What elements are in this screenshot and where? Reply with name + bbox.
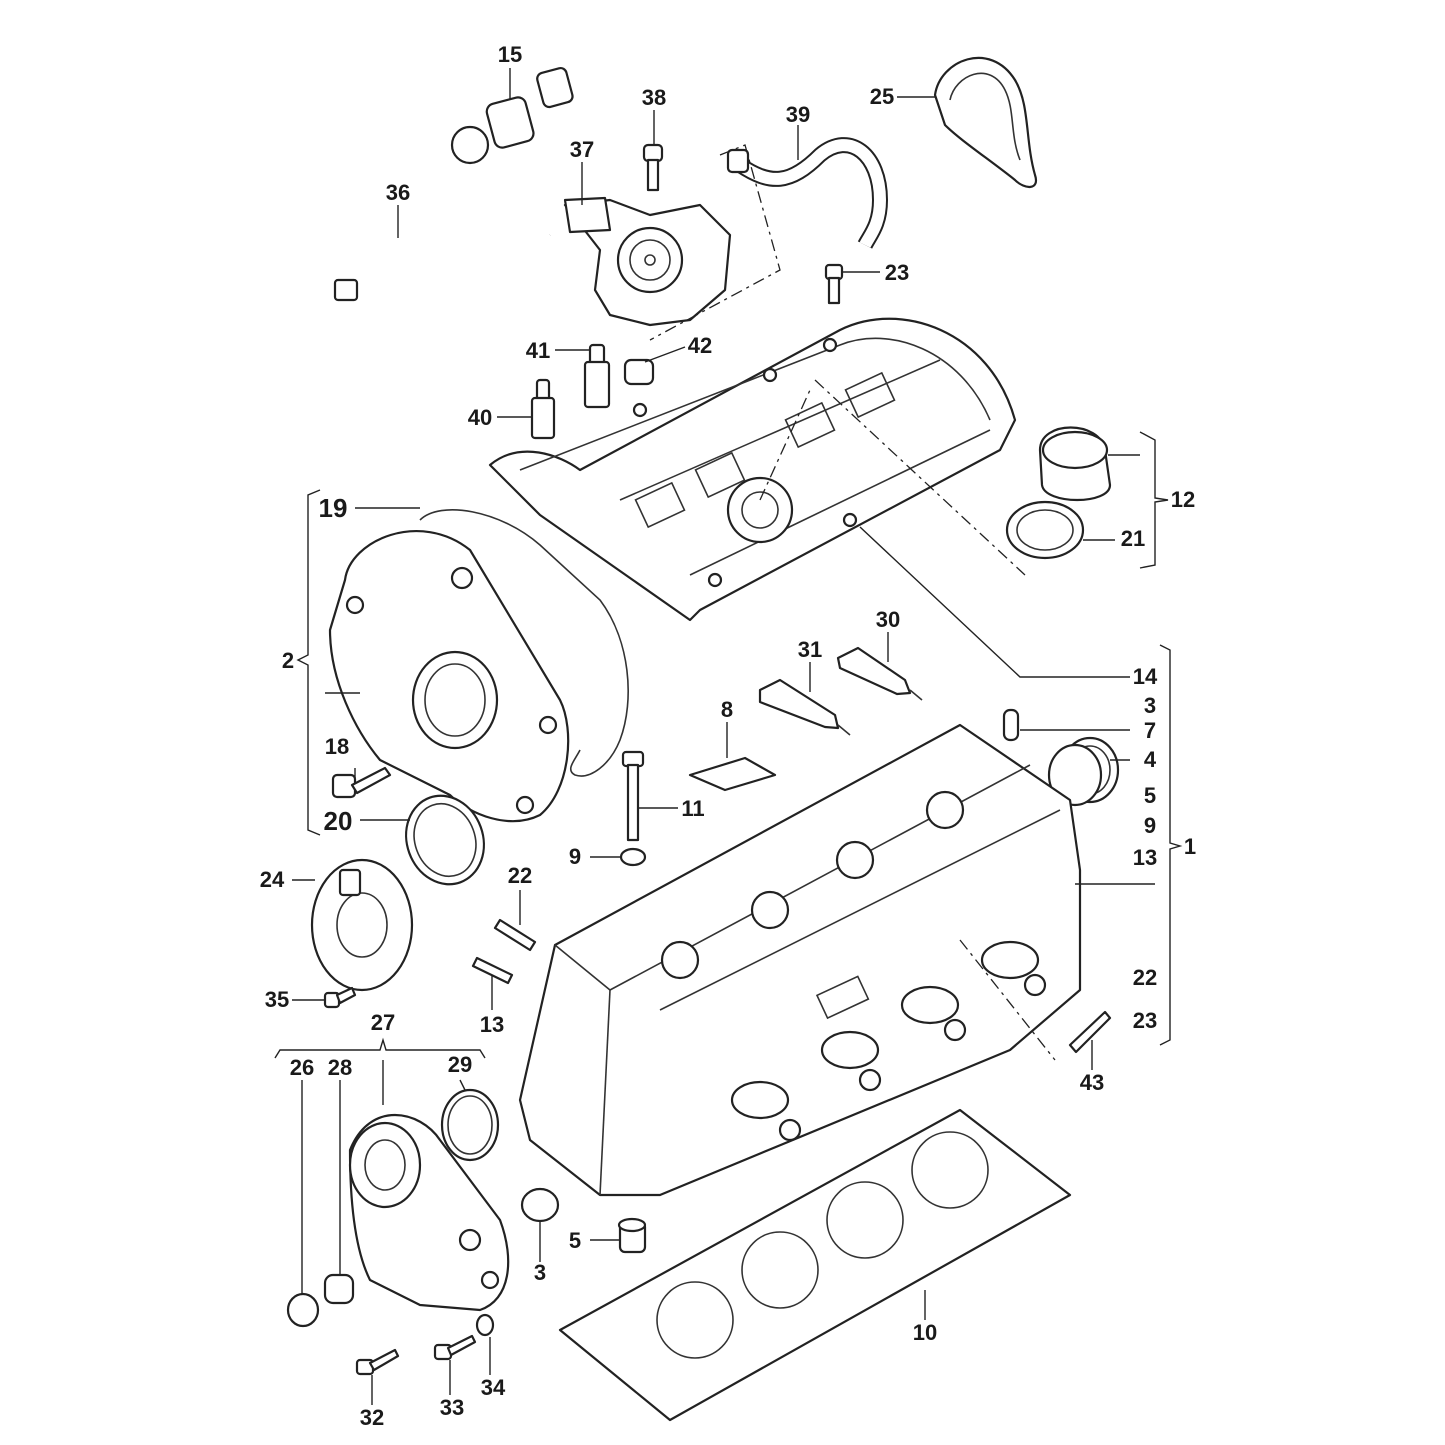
bolt-18[interactable] bbox=[331, 766, 392, 799]
sealant-tube-30[interactable] bbox=[836, 646, 923, 701]
plug-5[interactable] bbox=[617, 1217, 647, 1254]
callout-22-right[interactable]: 22 bbox=[1133, 965, 1157, 990]
bolt-33[interactable] bbox=[433, 1334, 477, 1361]
plug-26[interactable] bbox=[286, 1292, 320, 1328]
callout-11[interactable]: 11 bbox=[681, 796, 704, 821]
callout-7[interactable]: 7 bbox=[1144, 718, 1156, 743]
callout-4[interactable]: 4 bbox=[1144, 747, 1157, 772]
bolt-11[interactable] bbox=[621, 750, 645, 842]
dowel-pin-7[interactable] bbox=[1002, 708, 1020, 742]
stud-22[interactable] bbox=[493, 918, 537, 952]
plug-42[interactable] bbox=[623, 358, 655, 386]
callout-37[interactable]: 37 bbox=[570, 137, 594, 162]
washer-34[interactable] bbox=[475, 1313, 495, 1337]
callout-8[interactable]: 8 bbox=[721, 697, 733, 722]
callout-12[interactable]: 12 bbox=[1171, 487, 1195, 512]
callout-43[interactable]: 43 bbox=[1080, 1070, 1104, 1095]
callout-23-right[interactable]: 23 bbox=[1133, 1008, 1157, 1033]
callout-42[interactable]: 42 bbox=[688, 333, 712, 358]
gasket-19[interactable] bbox=[419, 509, 629, 777]
callout-9-left[interactable]: 9 bbox=[569, 844, 581, 869]
callout-3-right[interactable]: 3 bbox=[1144, 693, 1156, 718]
cylinder-head-1[interactable] bbox=[518, 723, 1082, 1197]
callout-39[interactable]: 39 bbox=[786, 102, 810, 127]
callout-20[interactable]: 20 bbox=[324, 806, 353, 836]
timing-cover-2[interactable] bbox=[328, 530, 570, 823]
callout-1[interactable]: 1 bbox=[1184, 834, 1196, 859]
bolt-32[interactable] bbox=[355, 1348, 400, 1376]
washer-9[interactable] bbox=[619, 847, 647, 867]
callout-13-left[interactable]: 13 bbox=[480, 1012, 504, 1037]
callout-13-right[interactable]: 13 bbox=[1133, 845, 1157, 870]
pressure-regulating-valve-37[interactable] bbox=[563, 196, 732, 327]
callout-18[interactable]: 18 bbox=[325, 734, 349, 759]
callout-19[interactable]: 19 bbox=[319, 493, 348, 523]
callout-29[interactable]: 29 bbox=[448, 1052, 472, 1077]
cylinder-head-gasket-10[interactable] bbox=[558, 1108, 1072, 1422]
callout-15[interactable]: 15 bbox=[498, 42, 522, 67]
callout-5-bottom[interactable]: 5 bbox=[569, 1228, 581, 1253]
callout-34[interactable]: 34 bbox=[481, 1375, 506, 1400]
callout-27[interactable]: 27 bbox=[371, 1010, 395, 1035]
bolt-38[interactable] bbox=[642, 143, 664, 192]
callout-36[interactable]: 36 bbox=[386, 180, 410, 205]
seal-ring-20[interactable] bbox=[394, 785, 496, 896]
valve-gasket-15[interactable] bbox=[450, 66, 574, 165]
callout-28[interactable]: 28 bbox=[328, 1055, 352, 1080]
callout-35[interactable]: 35 bbox=[265, 987, 289, 1012]
bolt-35[interactable] bbox=[323, 986, 357, 1009]
callout-3-bottom[interactable]: 3 bbox=[534, 1260, 546, 1285]
sensor-40[interactable] bbox=[530, 378, 556, 440]
callout-22-left[interactable]: 22 bbox=[508, 863, 532, 888]
callout-14[interactable]: 14 bbox=[1133, 664, 1158, 689]
sensor-41[interactable] bbox=[583, 343, 611, 409]
callout-25[interactable]: 25 bbox=[870, 84, 894, 109]
dashed-reference-lines bbox=[649, 144, 1056, 1061]
callout-40[interactable]: 40 bbox=[468, 405, 492, 430]
callout-9-right[interactable]: 9 bbox=[1144, 813, 1156, 838]
callout-31[interactable]: 31 bbox=[798, 637, 822, 662]
callout-5-right[interactable]: 5 bbox=[1144, 783, 1156, 808]
stud-43[interactable] bbox=[1068, 1010, 1112, 1054]
sealant-tube-31[interactable] bbox=[758, 678, 851, 736]
breather-hose-39[interactable] bbox=[726, 137, 889, 249]
camshaft-gear-4[interactable] bbox=[1047, 736, 1120, 807]
leader-lines bbox=[274, 68, 1183, 1405]
callout-10[interactable]: 10 bbox=[913, 1320, 937, 1345]
stud-13[interactable] bbox=[471, 956, 514, 985]
callout-41[interactable]: 41 bbox=[526, 338, 550, 363]
callout-labels: 15 38 39 25 37 36 23 41 42 40 12 21 19 2… bbox=[260, 42, 1196, 1430]
cylinder-head-cover-14[interactable] bbox=[488, 317, 1017, 622]
callout-32[interactable]: 32 bbox=[360, 1405, 384, 1430]
plate-8[interactable] bbox=[688, 756, 777, 792]
callout-23-top[interactable]: 23 bbox=[885, 260, 909, 285]
callout-30[interactable]: 30 bbox=[876, 607, 900, 632]
breather-hose-36[interactable] bbox=[333, 229, 552, 302]
callout-24[interactable]: 24 bbox=[260, 867, 285, 892]
seal-ring-29[interactable] bbox=[440, 1088, 500, 1162]
plug-3[interactable] bbox=[520, 1187, 560, 1223]
camshaft-sensor-wheel-24[interactable] bbox=[310, 858, 414, 992]
oil-filler-cap-12[interactable] bbox=[1038, 426, 1112, 501]
seal-ring-21[interactable] bbox=[1005, 500, 1085, 560]
bushing-28[interactable] bbox=[323, 1273, 355, 1305]
bolt-23-top[interactable] bbox=[824, 263, 844, 305]
housing-27[interactable] bbox=[348, 1113, 510, 1312]
callout-38[interactable]: 38 bbox=[642, 85, 666, 110]
callout-21[interactable]: 21 bbox=[1121, 526, 1145, 551]
callout-33[interactable]: 33 bbox=[440, 1395, 464, 1420]
callout-2[interactable]: 2 bbox=[282, 648, 294, 673]
gasket-25[interactable] bbox=[933, 56, 1038, 188]
callout-26[interactable]: 26 bbox=[290, 1055, 314, 1080]
